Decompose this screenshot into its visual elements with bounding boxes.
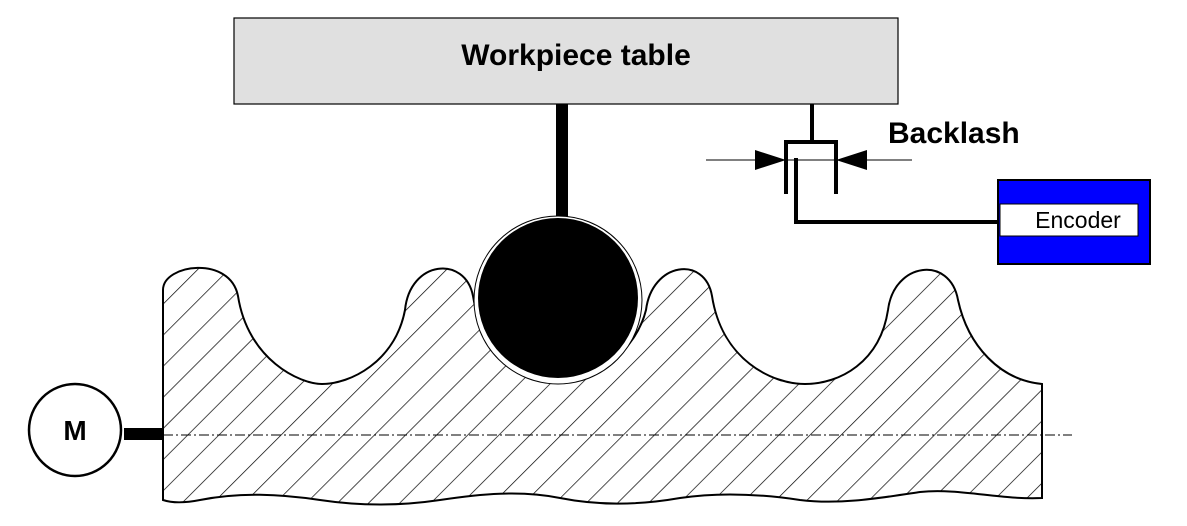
motor-label: M: [63, 415, 86, 446]
table-rod: [556, 104, 568, 222]
backlash-label: Backlash: [888, 117, 1020, 150]
ball: [478, 218, 638, 378]
backlash-arrow-right: [836, 150, 867, 170]
backlash-coupling: [784, 104, 1000, 224]
ball-screw-shaft: [162, 266, 1043, 506]
motor-circle: [27, 382, 123, 478]
backlash-arrow-left: [755, 150, 786, 170]
workpiece-table: [233, 17, 899, 105]
encoder-label: Encoder: [1035, 207, 1121, 233]
motor-coupling: [124, 428, 164, 440]
workpiece-table-label: Workpiece table: [461, 39, 691, 72]
encoder-label-box: [999, 203, 1139, 237]
